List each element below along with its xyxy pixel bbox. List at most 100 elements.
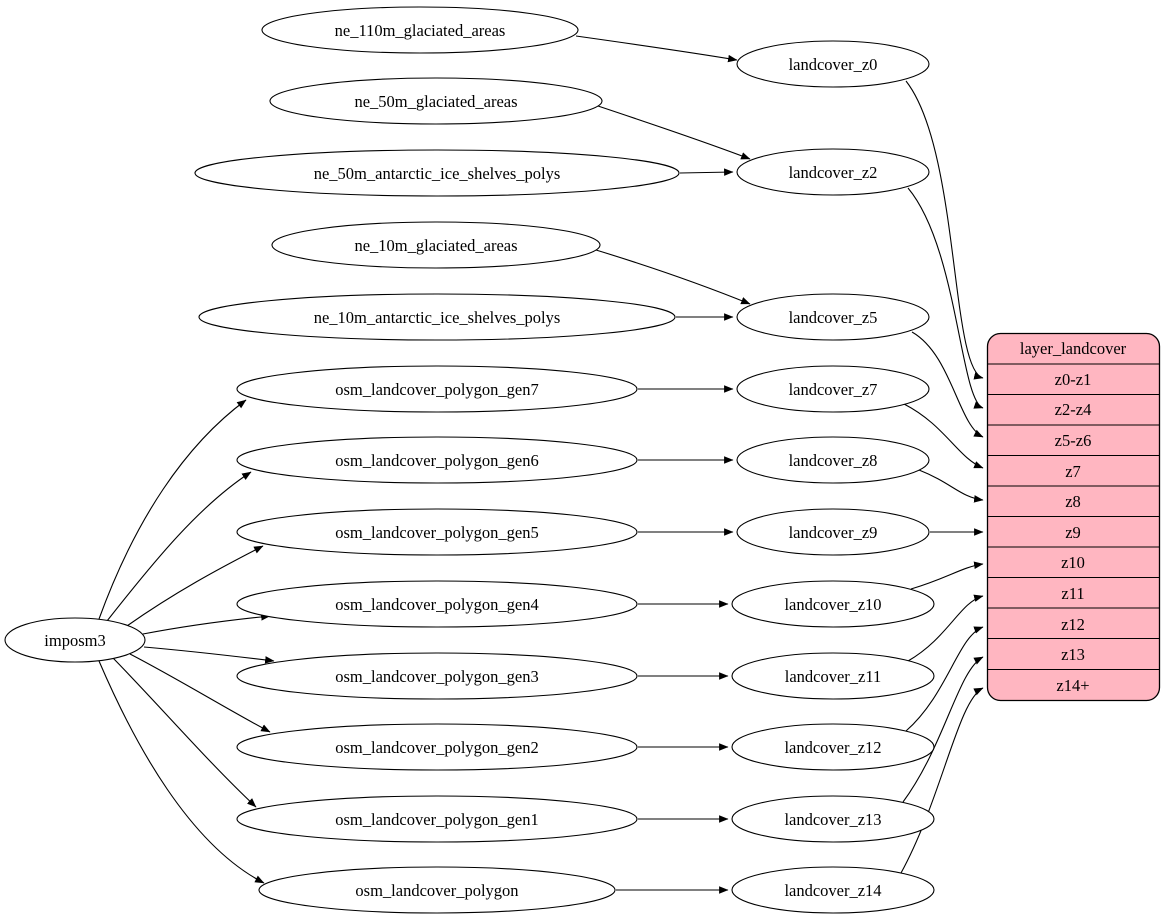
node-ellipse — [236, 436, 638, 484]
edge-ne10m-glaciated-to-z5 — [595, 249, 751, 305]
record-row-z10: z10 — [1061, 553, 1085, 572]
edge-imposm3-to-gen2 — [129, 653, 271, 733]
node-label: osm_landcover_polygon_gen7 — [335, 380, 538, 399]
node-landcover-z2: landcover_z2 — [736, 148, 930, 196]
node-ellipse — [736, 148, 930, 196]
node-landcover-z9: landcover_z9 — [736, 508, 930, 556]
edge-z5-to-row-z5-z6 — [911, 331, 984, 438]
node-label: ne_10m_antarctic_ice_shelves_polys — [314, 308, 561, 327]
edge-ne50m-antarctic-to-z2 — [679, 168, 734, 176]
node-label: osm_landcover_polygon — [355, 881, 518, 900]
record-row-z11: z11 — [1061, 584, 1084, 603]
node-imposm3: imposm3 — [4, 617, 146, 663]
node-ellipse — [731, 652, 935, 700]
node-label: osm_landcover_polygon_gen6 — [335, 451, 538, 470]
edge-z2-to-row-z2-z4 — [907, 187, 984, 409]
node-label: landcover_z2 — [789, 163, 878, 182]
node-landcover-z7: landcover_z7 — [736, 365, 930, 413]
node-ellipse — [236, 795, 638, 843]
edge-z14-to-row-z14plus — [900, 687, 984, 874]
node-ellipse — [194, 149, 680, 197]
node-label: ne_10m_glaciated_areas — [354, 236, 517, 255]
edge-z13-to-row-z13 — [902, 656, 984, 803]
edge-z12-to-row-z12 — [905, 626, 984, 732]
node-label: osm_landcover_polygon_gen2 — [335, 738, 538, 757]
node-ellipse — [271, 221, 601, 269]
node-ellipse — [731, 580, 935, 628]
node-landcover-z10: landcover_z10 — [731, 580, 935, 628]
node-label: osm_landcover_polygon_gen3 — [335, 667, 538, 686]
node-label: landcover_z9 — [789, 523, 878, 542]
record-layer-landcover: layer_landcover z0-z1 z2-z4 z5-z6 z7 z8 … — [986, 332, 1161, 702]
node-osm-landcover-polygon-gen1: osm_landcover_polygon_gen1 — [236, 795, 638, 843]
node-label: landcover_z7 — [789, 380, 878, 399]
node-ellipse — [736, 293, 930, 341]
node-label: landcover_z0 — [789, 55, 878, 74]
node-ellipse — [731, 723, 935, 771]
node-ellipse — [236, 508, 638, 556]
node-osm-landcover-polygon: osm_landcover_polygon — [258, 866, 616, 914]
record-row-z0-z1: z0-z1 — [1055, 370, 1092, 389]
node-osm-landcover-polygon-gen4: osm_landcover_polygon_gen4 — [236, 580, 638, 628]
node-label: ne_110m_glaciated_areas — [335, 21, 506, 40]
node-ne-110m-glaciated-areas: ne_110m_glaciated_areas — [261, 6, 579, 54]
node-landcover-z11: landcover_z11 — [731, 652, 935, 700]
node-osm-landcover-polygon-gen2: osm_landcover_polygon_gen2 — [236, 723, 638, 771]
record-row-z9: z9 — [1065, 523, 1081, 542]
node-label: landcover_z8 — [789, 451, 878, 470]
node-label: osm_landcover_polygon_gen5 — [335, 523, 538, 542]
node-landcover-z13: landcover_z13 — [731, 795, 935, 843]
node-ellipse — [736, 436, 930, 484]
edge-group-layer — [900, 80, 984, 874]
edge-z8-to-row-z8 — [918, 469, 984, 503]
node-label: landcover_z14 — [784, 881, 881, 900]
node-ellipse — [736, 40, 930, 88]
edge-group-imposm3 — [98, 399, 275, 884]
edge-imposm3-to-gen4 — [142, 613, 271, 635]
node-ellipse — [731, 795, 935, 843]
node-landcover-z0: landcover_z0 — [736, 40, 930, 88]
node-ellipse — [198, 293, 676, 341]
node-osm-landcover-polygon-gen3: osm_landcover_polygon_gen3 — [236, 652, 638, 700]
node-label: osm_landcover_polygon_gen1 — [335, 810, 538, 829]
edge-imposm3-to-polygon — [98, 660, 265, 884]
node-osm-landcover-polygon-gen5: osm_landcover_polygon_gen5 — [236, 508, 638, 556]
node-ne-50m-antarctic-ice-shelves-polys: ne_50m_antarctic_ice_shelves_polys — [194, 149, 680, 197]
node-ellipse — [236, 723, 638, 771]
edge-imposm3-to-gen3 — [143, 646, 275, 664]
node-landcover-z12: landcover_z12 — [731, 723, 935, 771]
node-ellipse — [261, 6, 579, 54]
node-ellipse — [258, 866, 616, 914]
node-ne-50m-glaciated-areas: ne_50m_glaciated_areas — [269, 77, 603, 125]
node-landcover-z5: landcover_z5 — [736, 293, 930, 341]
edge-imposm3-to-gen7 — [98, 399, 247, 620]
edge-z10-to-row-z10 — [910, 561, 984, 590]
node-ne-10m-glaciated-areas: ne_10m_glaciated_areas — [271, 221, 601, 269]
record-title: layer_landcover — [1020, 339, 1127, 358]
edge-z11-to-row-z11 — [907, 594, 984, 662]
node-label: landcover_z12 — [784, 738, 881, 757]
edge-group-sources — [575, 35, 751, 894]
record-row-z2-z4: z2-z4 — [1055, 400, 1092, 419]
node-landcover-z14: landcover_z14 — [731, 866, 935, 914]
node-ellipse — [236, 652, 638, 700]
node-label: ne_50m_antarctic_ice_shelves_polys — [314, 164, 561, 183]
edge-ne50m-glaciated-to-z2 — [597, 105, 751, 160]
record-row-z14plus: z14+ — [1056, 676, 1089, 695]
edge-imposm3-to-gen1 — [112, 657, 257, 808]
record-row-z7: z7 — [1065, 462, 1081, 481]
node-landcover-z8: landcover_z8 — [736, 436, 930, 484]
edge-imposm3-to-gen6 — [106, 471, 252, 622]
node-label: osm_landcover_polygon_gen4 — [335, 595, 538, 614]
record-row-z13: z13 — [1061, 645, 1085, 664]
record-row-z12: z12 — [1061, 615, 1085, 634]
node-osm-landcover-polygon-gen6: osm_landcover_polygon_gen6 — [236, 436, 638, 484]
node-ellipse — [236, 580, 638, 628]
edge-z0-to-row-z0-z1 — [905, 80, 984, 380]
edge-ne110m-to-z0 — [575, 35, 738, 63]
node-ellipse — [4, 617, 146, 663]
node-ellipse — [236, 365, 638, 413]
node-osm-landcover-polygon-gen7: osm_landcover_polygon_gen7 — [236, 365, 638, 413]
